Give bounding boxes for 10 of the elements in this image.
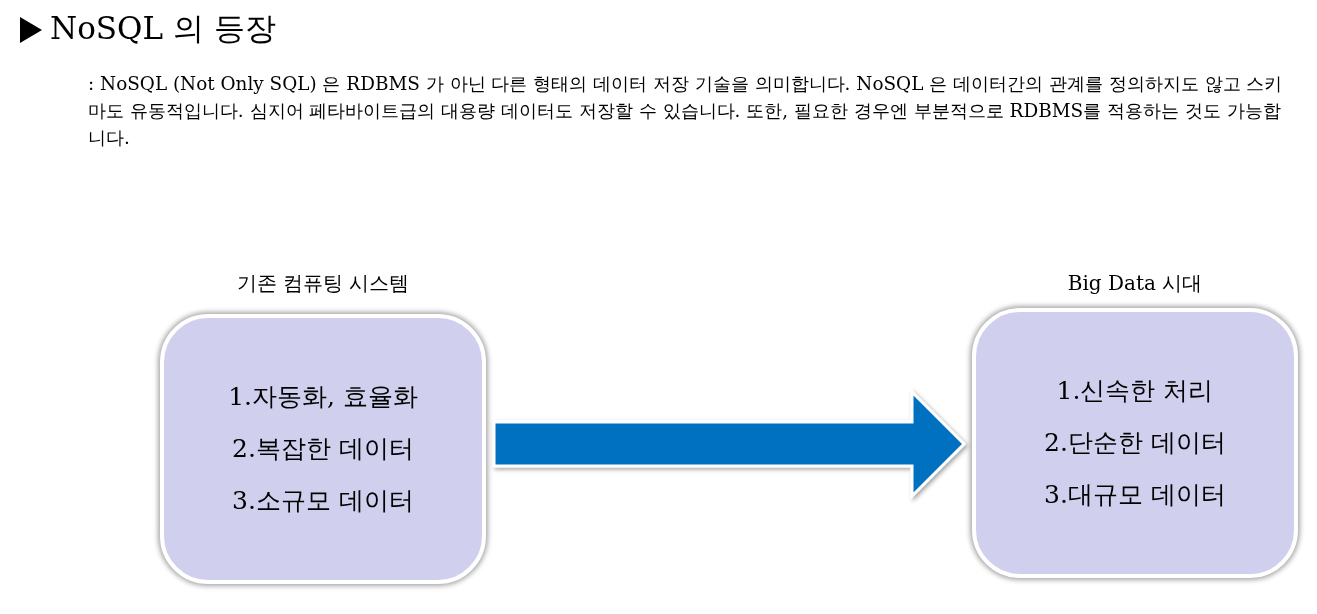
heading: 기존 컴퓨팅 시스템 (235, 270, 411, 297)
heading: Big Data 시대 (1066, 270, 1204, 297)
list-item: 1.자동화, 효율화 (228, 381, 418, 413)
title: NoSQL 의 등장 (50, 9, 276, 48)
list-item: 2.단순한 데이터 (1044, 427, 1226, 459)
list-item: 2.복잡한 데이터 (232, 433, 414, 465)
description-text: : NoSQL (Not Only SQL) 은 RDBMS 가 아닌 다른 형태의 데이터 저장 기술을 의미합니다. NoSQL 은 데이터간의 관계를 정의하지도 않고 스키마도 유동적입니다. 심지어 페타바이트급의 대용량 데이터도 저장할 수 있습니다. 또한, 필요한 경우엔 부분적으로 RDBMS를 적용하는 것도 가능합니다. (88, 72, 1284, 150)
list-item: 3.대규모 데이터 (1044, 479, 1226, 511)
list-item: 1.신속한 처리 (1056, 375, 1214, 407)
list-item: 3.소규모 데이터 (232, 485, 414, 517)
